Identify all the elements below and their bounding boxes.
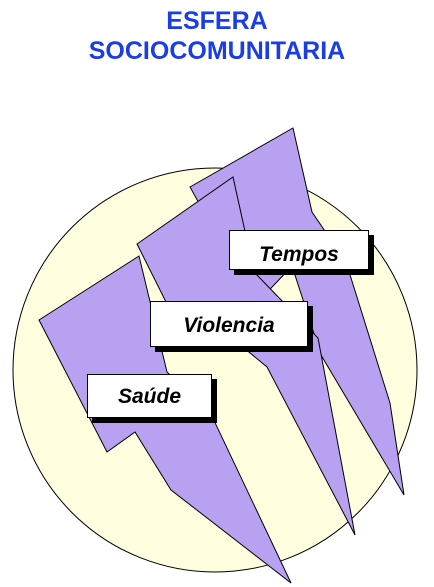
- title-line-1: ESFERA: [166, 7, 268, 35]
- title-line-2: SOCIOCOMUNITARIA: [88, 37, 346, 65]
- label-tempos: Tempos: [229, 230, 369, 270]
- label-violencia: Violencia: [150, 301, 308, 347]
- lightning-bolt-front: [38, 255, 292, 584]
- diagram-title: ESFERA SOCIOCOMUNITARIA: [0, 6, 434, 66]
- lightning-bolt-back: [189, 127, 405, 496]
- label-saude: Saúde: [87, 374, 212, 418]
